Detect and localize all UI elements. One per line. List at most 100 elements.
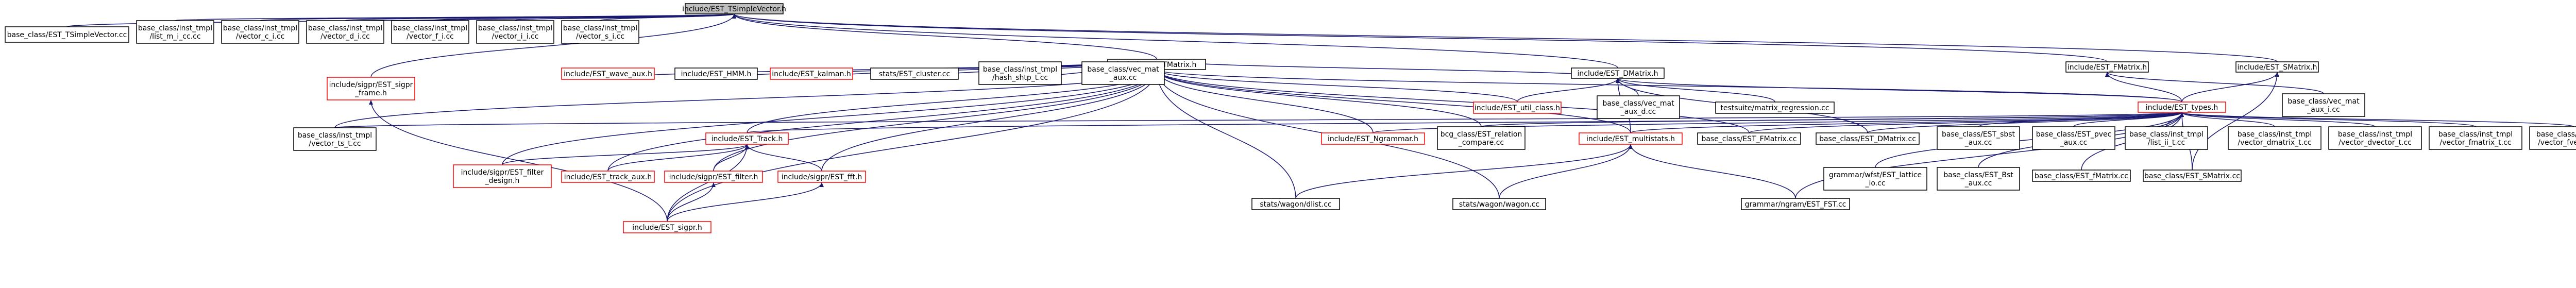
graph-node-n-dmatrix-cc[interactable]: base_class/EST_DMatrix.cc — [1816, 132, 1920, 145]
node-label: base_class/vec_mat — [1087, 65, 1159, 74]
graph-node-n-vecmat-aux-d[interactable]: base_class/vec_mat_aux_d.cc — [1597, 95, 1680, 119]
node-label: base_class/inst_tmpl — [393, 24, 467, 32]
node-label: include/sigpr/EST_filter.h — [669, 173, 758, 181]
dependency-edge — [1155, 69, 1374, 133]
dependency-edge — [2180, 112, 2476, 127]
dependency-edge — [1372, 112, 2184, 133]
dependency-edge — [1155, 69, 1482, 127]
graph-node-n-vector-dvector[interactable]: base_class/inst_tmpl/vector_dvector_t.cc — [2328, 126, 2422, 150]
dependency-edge — [1867, 112, 2184, 133]
graph-node-n-ctmpl-mc[interactable]: base_class/inst_tmpl/list_m_i_cc.cc — [136, 20, 214, 44]
graph-node-n-sigpr[interactable]: include/EST_sigpr.h — [623, 221, 711, 233]
node-label: base_class/EST_fMatrix.cc — [2035, 172, 2128, 180]
graph-node-n-vector-fvector[interactable]: base_class/inst_tmpl/vector_fvector_t.cc — [2529, 126, 2576, 150]
node-label: include/EST_track_aux.h — [564, 173, 652, 181]
node-label: _frame.h — [354, 89, 387, 97]
graph-node-n-ctmpl-vd[interactable]: base_class/inst_tmpl/vector_d_i.cc — [306, 20, 384, 44]
graph-node-n-sigpr-fft[interactable]: include/sigpr/EST_fft.h — [777, 171, 866, 183]
node-label: base_class/EST_FMatrix.cc — [1701, 135, 1797, 143]
graph-node-n-fmatrix-cc2[interactable]: base_class/EST_fMatrix.cc — [2032, 170, 2131, 182]
graph-node-n-hmm[interactable]: include/EST_HMM.h — [674, 67, 758, 80]
graph-node-n-wagon-lib[interactable]: stats/wagon/dlist.cc — [1251, 198, 1340, 210]
graph-node-n-sbst-aux[interactable]: base_class/EST_sbst_aux.cc — [1937, 126, 2020, 150]
node-label: _aux_d.cc — [1620, 108, 1656, 116]
node-label: /vector_s_i.cc — [576, 32, 624, 41]
node-label: bcg_class/EST_relation — [1440, 130, 1522, 139]
node-label: base_class/inst_tmpl — [298, 131, 372, 140]
dependency-edge — [2073, 112, 2184, 127]
graph-node-n-kalman[interactable]: include/EST_kalman.h — [770, 67, 853, 80]
graph-node-n-fmatrix[interactable]: include/EST_FMatrix.h — [2065, 61, 2149, 73]
graph-node-n-bcg[interactable]: bcg_class/EST_relation_compare.cc — [1437, 126, 1526, 150]
dependency-edge — [821, 69, 1159, 172]
dependency-edge — [1155, 69, 1296, 199]
dependency-edge — [1629, 144, 1796, 199]
graph-node-n-fmatrix-cc[interactable]: base_class/EST_FMatrix.cc — [1697, 132, 1801, 145]
node-label: _compare.cc — [1458, 139, 1504, 147]
graph-node-n-types[interactable]: include/EST_types.h — [2138, 101, 2226, 113]
graph-node-n-dmatrix[interactable]: include/EST_DMatrix.h — [1571, 67, 1665, 79]
graph-node-n-bst-aux[interactable]: base_class/EST_Bst_aux.cc — [1937, 167, 2020, 191]
node-label: stats/EST_cluster.cc — [879, 70, 950, 78]
graph-node-n-smatrix-cc[interactable]: base_class/EST_SMatrix.cc — [2143, 170, 2242, 182]
node-label: _aux.cc — [2060, 139, 2088, 147]
node-label: include/EST_TSimpleVector.h — [682, 5, 786, 13]
node-label: include/EST_wave_aux.h — [564, 70, 652, 78]
dependency-edge — [732, 13, 1618, 69]
node-label: /vector_c_i.cc — [236, 32, 285, 41]
node-label: grammar/ngram/EST_FST.cc — [1745, 200, 1846, 209]
graph-node-n-multistats[interactable]: include/EST_multistats.h — [1579, 132, 1683, 145]
graph-node-n-wave-aux[interactable]: include/EST_wave_aux.h — [561, 67, 655, 80]
graph-node-n-wfst-lattice[interactable]: grammar/wfst/EST_lattice_io.cc — [1823, 167, 1927, 191]
graph-node-n-ctmpl-vi[interactable]: base_class/inst_tmpl/vector_c_i.cc — [221, 20, 299, 44]
graph-node-n-track-aux[interactable]: include/EST_track_aux.h — [561, 171, 655, 183]
node-label: /list_ii_t.cc — [2148, 139, 2185, 147]
node-label: /vector_f_i.cc — [406, 32, 454, 41]
graph-node-n-util-class[interactable]: include/EST_util_class.h — [1473, 101, 1562, 114]
graph-node-n-ctmpl-vs[interactable]: base_class/inst_tmpl/vector_s_i.cc — [561, 20, 639, 44]
graph-node-n-cluster[interactable]: stats/EST_cluster.cc — [870, 67, 959, 80]
dependency-edge — [1481, 112, 2184, 127]
graph-node-n-smatrix[interactable]: include/EST_SMatrix.h — [2235, 61, 2319, 73]
graph-node-n-linreg[interactable]: testsuite/matrix_regression.cc — [1715, 101, 1835, 114]
node-label: include/EST_DMatrix.h — [1578, 70, 1658, 78]
dependency-edge — [1875, 112, 2184, 168]
node-label: base_class/inst_tmpl — [2438, 130, 2513, 139]
graph-node-n-vector-dmatrix[interactable]: base_class/inst_tmpl/vector_dmatrix_t.cc — [2228, 126, 2321, 150]
node-label: /vector_dmatrix_t.cc — [2238, 139, 2312, 147]
node-label: base_class/inst_tmpl — [308, 24, 382, 32]
graph-node-n-hash-shtp[interactable]: base_class/inst_tmpl/hash_shtp_t.cc — [978, 61, 1062, 85]
dependency-edge — [600, 13, 736, 21]
graph-node-n-filter-design[interactable]: include/sigpr/EST_filter_design.h — [453, 164, 552, 188]
graph-node-n-vector-ts[interactable]: base_class/inst_tmpl/vector_ts_t.cc — [293, 127, 377, 151]
graph-node-n-pvec-aux[interactable]: base_class/EST_pvec_aux.cc — [2032, 126, 2115, 150]
graph-node-n-fst-cc[interactable]: grammar/ngram/EST_FST.cc — [1741, 198, 1850, 210]
graph-node-n-sigpr-frame[interactable]: include/sigpr/EST_sigpr_frame.h — [327, 77, 415, 100]
node-label: base_class/inst_tmpl — [983, 65, 1057, 74]
node-label: /vector_dvector_t.cc — [2338, 139, 2412, 147]
node-label: base_class/inst_tmpl — [223, 24, 297, 32]
graph-node-n-vecmat-aux-i[interactable]: base_class/vec_mat_aux_i.cc — [2282, 93, 2365, 117]
graph-node-n-sigpr-filter[interactable]: include/sigpr/EST_filter.h — [664, 171, 763, 183]
node-label: include/EST_sigpr.h — [632, 224, 702, 232]
dependency-edge — [2181, 72, 2279, 103]
graph-node-n-fgrammar[interactable]: include/EST_Ngrammar.h — [1321, 132, 1425, 145]
graph-node-n-ctmpl-vi2[interactable]: base_class/inst_tmpl/vector_i_i.cc — [476, 20, 554, 44]
graph-node-n-vecmat-aux[interactable]: base_class/vec_mat_aux.cc — [1081, 61, 1165, 85]
graph-node-root[interactable]: include/EST_TSimpleVector.h — [682, 3, 786, 14]
node-label: base_class/inst_tmpl — [563, 24, 637, 32]
graph-node-n-ctmpl-vf[interactable]: base_class/inst_tmpl/vector_f_i.cc — [391, 20, 469, 44]
dependency-edge — [1155, 69, 1631, 133]
node-label: base_class/inst_tmpl — [2536, 130, 2576, 139]
graph-node-n-wagon[interactable]: stats/wagon/wagon.cc — [1452, 198, 1546, 210]
dependency-edge — [1155, 59, 1618, 79]
graph-node-n-tsv-cc[interactable]: base_class/EST_TSimpleVector.cc — [5, 26, 129, 43]
dependency-edge — [667, 69, 1159, 222]
node-label: base_class/vec_mat — [1602, 99, 1674, 108]
node-label: /list_m_i_cc.cc — [149, 32, 200, 41]
dependency-edge — [667, 144, 749, 222]
graph-node-n-track[interactable]: include/EST_Track.h — [705, 132, 789, 145]
graph-node-n-list-ii[interactable]: base_class/inst_tmpl/list_ii_t.cc — [2125, 126, 2208, 150]
node-label: include/sigpr/EST_filter — [461, 168, 544, 177]
graph-node-n-vector-fmatrix[interactable]: base_class/inst_tmpl/vector_fmatrix_t.cc — [2429, 126, 2522, 150]
